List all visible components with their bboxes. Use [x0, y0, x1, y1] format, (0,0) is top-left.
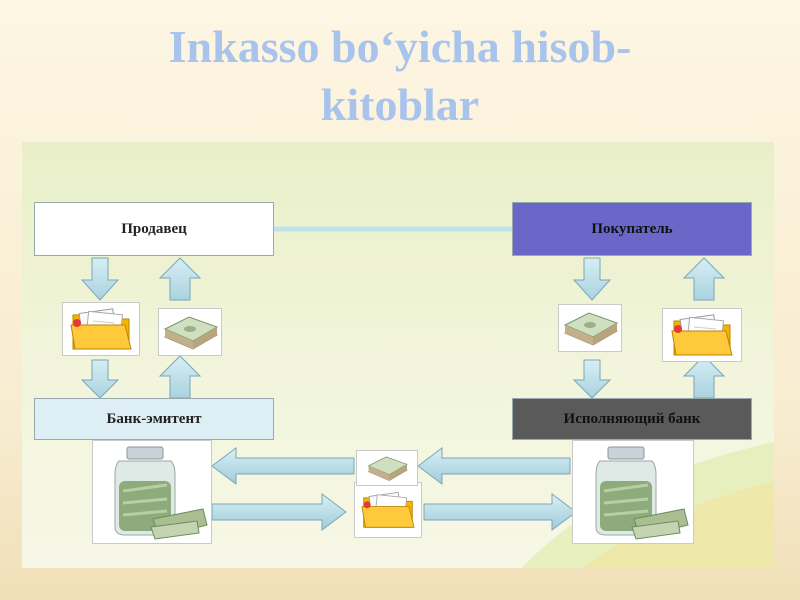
diagram-panel: Продавец Покупатель Банк-эмитент Исполня…	[22, 142, 774, 568]
money-bundle-icon	[158, 308, 222, 356]
seller-node: Продавец	[34, 202, 274, 256]
slide-title-line-1: Inkasso bo‘yicha hisob-	[168, 21, 632, 72]
arrow-bottom-right-1	[211, 493, 347, 531]
money-jar-icon	[92, 440, 212, 544]
arrow-bottom-left-1	[211, 447, 355, 485]
money-bundle-icon	[558, 304, 622, 352]
arrow-buyer-down-2	[572, 359, 612, 399]
arrow-buyer-down-1	[572, 257, 612, 301]
arrow-bottom-right-2	[423, 493, 577, 531]
executing-bank-node: Исполняющий банк	[512, 398, 752, 440]
arrow-seller-up-1	[158, 257, 202, 301]
buyer-node: Покупатель	[512, 202, 752, 256]
arrow-seller-down-2	[80, 359, 120, 399]
documents-folder-icon	[62, 302, 140, 356]
money-bundle-icon	[356, 450, 418, 486]
arrow-buyer-up-1	[682, 257, 726, 301]
arrow-seller-down-1	[80, 257, 120, 301]
documents-folder-icon	[354, 482, 422, 538]
arrow-seller-up-2	[158, 355, 202, 399]
issuing-bank-node: Банк-эмитент	[34, 398, 274, 440]
money-jar-icon	[572, 440, 694, 544]
slide-title: Inkasso bo‘yicha hisob- kitoblar	[0, 18, 800, 134]
executing-bank-label: Исполняющий банк	[563, 410, 701, 427]
slide-title-line-2: kitoblar	[320, 79, 480, 130]
seller-label: Продавец	[121, 220, 187, 237]
issuing-bank-label: Банк-эмитент	[106, 410, 202, 427]
documents-folder-icon	[662, 308, 742, 362]
buyer-label: Покупатель	[591, 220, 673, 237]
arrow-bottom-left-2	[417, 447, 571, 485]
